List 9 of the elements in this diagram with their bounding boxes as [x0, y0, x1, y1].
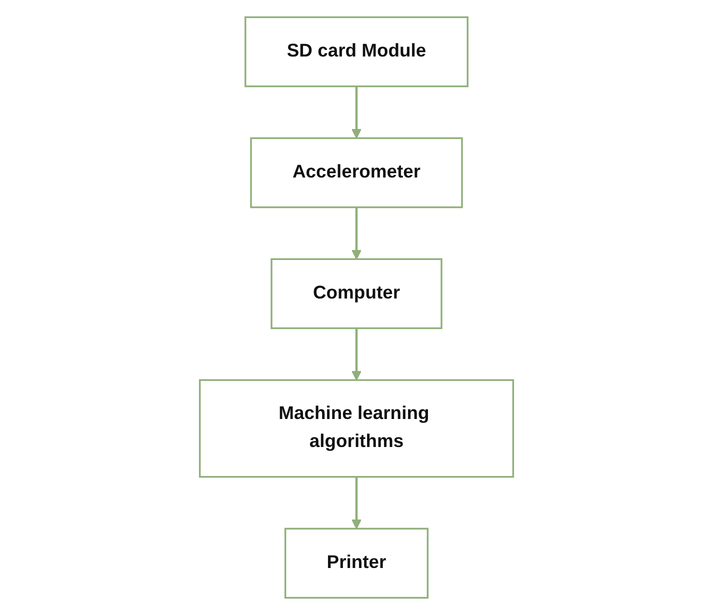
- arrow: [351, 86, 362, 139]
- node-box: Computer: [270, 258, 442, 330]
- node-box: Machine learning algorithms: [198, 379, 514, 478]
- arrow: [351, 207, 362, 260]
- node-box: SD card Module: [244, 16, 468, 88]
- node-box: Accelerometer: [250, 137, 463, 208]
- arrow: [351, 476, 362, 530]
- arrow: [351, 328, 362, 381]
- node-box: Printer: [284, 528, 429, 599]
